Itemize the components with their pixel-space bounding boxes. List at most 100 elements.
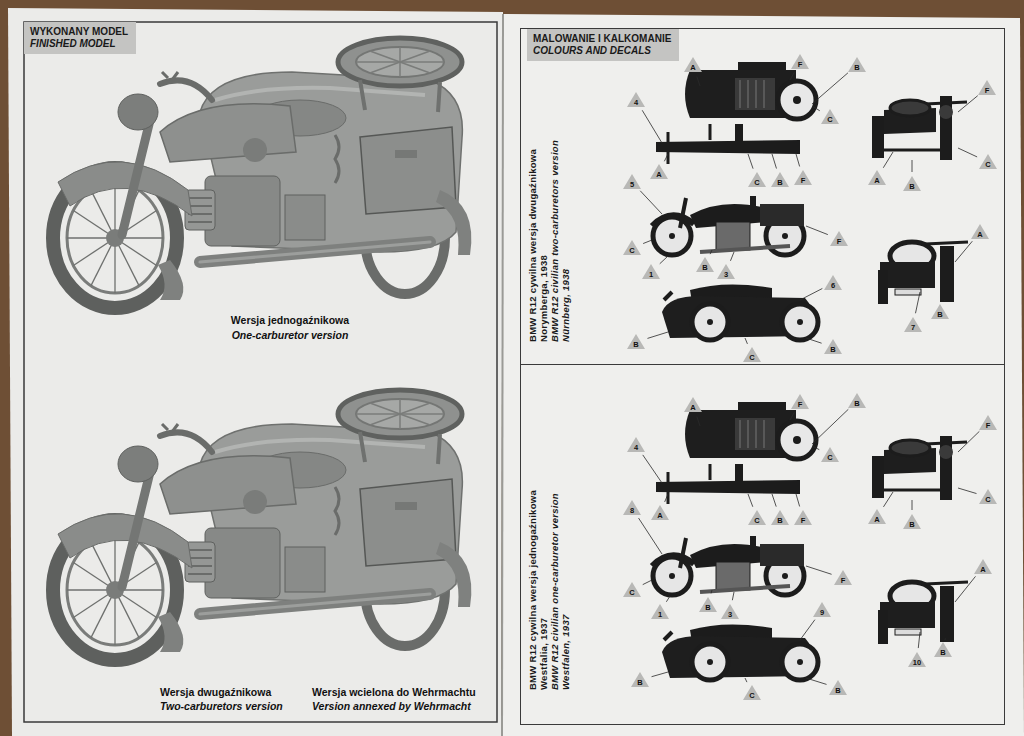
leader-line xyxy=(745,678,747,682)
callout-marker: B xyxy=(829,680,847,695)
leader-line xyxy=(697,416,700,426)
leader-line xyxy=(955,241,972,262)
leader-line xyxy=(806,566,832,574)
callout-marker: 9 xyxy=(813,602,831,617)
callout-marker: B xyxy=(934,642,952,657)
callout-marker: 8 xyxy=(623,500,641,515)
callout-marker: C xyxy=(979,489,997,504)
callout-marker: C xyxy=(979,154,997,169)
leader-line xyxy=(730,252,734,261)
leader-line xyxy=(711,590,713,593)
leader-line xyxy=(796,494,800,506)
callout-marker: F xyxy=(794,510,812,525)
version-label: Wersja wcielona do Wehrmachtu xyxy=(312,686,476,699)
leader-line xyxy=(647,332,668,338)
drawing-part xyxy=(53,390,471,660)
leader-line xyxy=(806,338,822,343)
header-text: COLOURS AND DECALS xyxy=(533,45,671,57)
callout-marker: B xyxy=(631,672,649,687)
leader-line xyxy=(883,152,893,168)
caption-line: BMW R12 cywilna wersja dwugaźnikowa xyxy=(527,140,538,342)
leader-line xyxy=(643,580,652,585)
leader-line xyxy=(806,678,827,684)
callout-marker: B xyxy=(931,304,949,319)
callout-marker: A xyxy=(868,170,886,185)
leader-line xyxy=(664,154,668,161)
leader-line xyxy=(958,431,979,452)
callout-marker: 5 xyxy=(623,174,641,189)
leader-line xyxy=(748,494,753,507)
callout-marker: A xyxy=(684,397,702,412)
callout-marker: A xyxy=(650,164,668,179)
callout-marker: B xyxy=(848,393,866,408)
callout-marker: 7 xyxy=(904,317,922,332)
callout-marker: 1 xyxy=(642,264,660,279)
caption-line: BMW R12 civilian one-carburetor version xyxy=(549,490,560,690)
decal-panel: BMW R12 cywilna wersja jednogaźnikowaWes… xyxy=(520,365,1005,725)
callout-marker: A xyxy=(684,57,702,72)
leader-line xyxy=(697,76,700,86)
leader-line xyxy=(918,632,920,648)
caption-line: Westfalia, 1937 xyxy=(538,490,549,690)
callout-marker: B xyxy=(824,339,842,354)
leader-line xyxy=(772,494,776,507)
version-label: Two-carburetors version xyxy=(160,700,283,713)
leader-line xyxy=(640,191,662,214)
leader-line xyxy=(958,96,978,112)
version-label: Version annexed by Wehrmacht xyxy=(312,700,471,713)
callout-marker: C xyxy=(623,582,641,597)
callout-marker: 10 xyxy=(908,652,926,667)
leader-line xyxy=(912,500,913,510)
callout-marker: B xyxy=(903,176,921,191)
caption-line: Nürnberg, 1938 xyxy=(560,140,571,342)
callout-marker: 3 xyxy=(717,264,735,279)
leader-line xyxy=(796,154,800,166)
callout-marker: F xyxy=(978,80,996,95)
leader-line xyxy=(912,160,913,172)
callout-marker: 1 xyxy=(651,604,669,619)
leader-line xyxy=(945,638,946,640)
callout-marker: B xyxy=(771,172,789,187)
leader-line xyxy=(732,592,734,600)
leader-line xyxy=(665,494,668,502)
leader-line xyxy=(660,256,668,264)
drawing-part xyxy=(53,38,471,308)
drawing-part xyxy=(503,14,1024,736)
leader-line xyxy=(643,240,652,244)
leader-line xyxy=(806,226,828,235)
caption-line: Norymberga, 1938 xyxy=(538,140,549,342)
leader-line xyxy=(800,288,822,300)
callout-marker: C xyxy=(821,109,839,124)
leader-line xyxy=(652,672,668,677)
callout-marker: C xyxy=(748,172,766,187)
callout-marker: C xyxy=(743,347,761,362)
header-text: FINISHED MODEL xyxy=(30,38,128,50)
leader-line xyxy=(748,154,753,169)
drawing-part xyxy=(652,62,968,340)
version-label: Wersja jednogaźnikowa xyxy=(231,314,349,327)
drawing-part xyxy=(502,14,503,736)
callout-marker: B xyxy=(627,334,645,349)
callout-marker: B xyxy=(771,510,789,525)
section-header: MALOWANIE I KALKOMANIECOLOURS AND DECALS xyxy=(527,29,679,61)
callout-marker: B xyxy=(699,597,717,612)
leader-line xyxy=(666,596,670,602)
leader-line xyxy=(772,154,776,169)
version-label: One-carburetor version xyxy=(232,329,349,342)
leader-line xyxy=(812,409,848,444)
callout-marker: B xyxy=(848,57,866,72)
header-text: WYKONANY MODEL xyxy=(30,26,128,38)
section-header: WYKONANY MODELFINISHED MODEL xyxy=(24,22,136,54)
callout-marker: F xyxy=(794,170,812,185)
leader-line xyxy=(812,106,820,111)
callout-marker: F xyxy=(830,231,848,246)
callout-marker: F xyxy=(791,54,809,69)
leader-line xyxy=(710,250,712,254)
callout-marker: C xyxy=(743,685,761,700)
leader-line xyxy=(790,412,794,420)
leader-line xyxy=(958,148,977,157)
leader-line xyxy=(639,518,662,554)
callout-marker: B xyxy=(696,257,714,272)
callout-marker: C xyxy=(623,240,641,255)
